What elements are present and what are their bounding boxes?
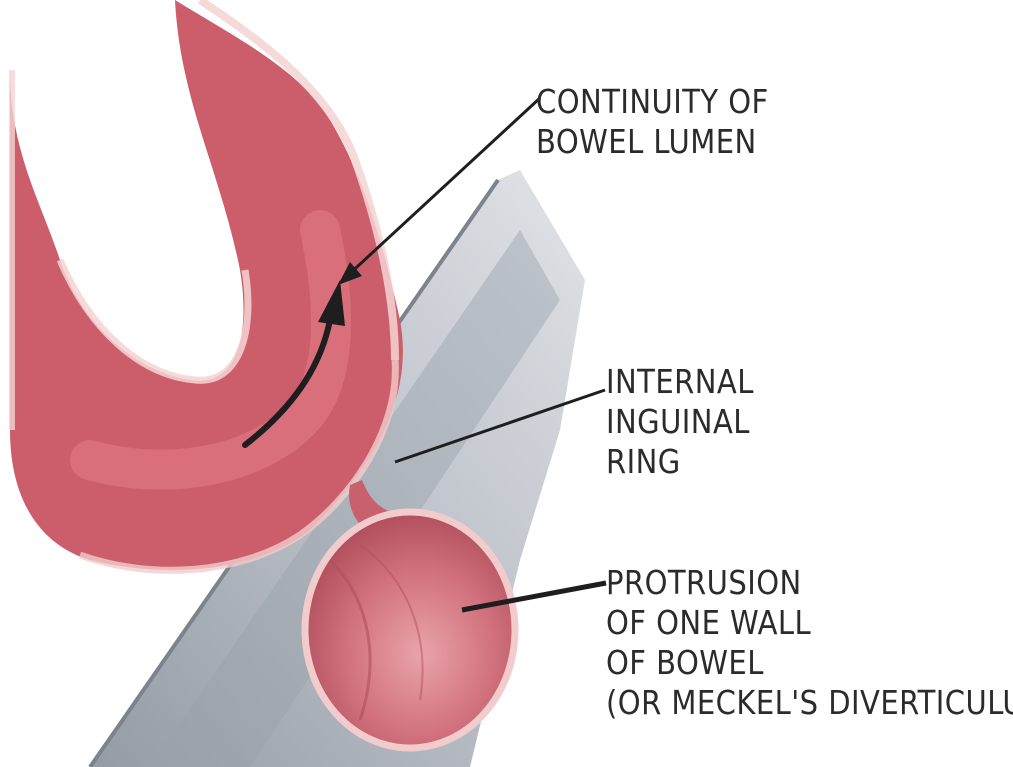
label-protrusion-line1: PROTRUSION: [606, 563, 1013, 603]
label-protrusion-line3: OF BOWEL: [606, 643, 1013, 683]
label-protrusion-line4: (OR MECKEL'S DIVERTICULUM): [606, 683, 1013, 723]
label-protrusion: PROTRUSION OF ONE WALL OF BOWEL (OR MECK…: [606, 563, 1013, 723]
label-ring-line3: RING: [606, 442, 754, 482]
label-protrusion-line2: OF ONE WALL: [606, 603, 1013, 643]
label-internal-inguinal-ring: INTERNAL INGUINAL RING: [606, 362, 754, 482]
label-ring-line1: INTERNAL: [606, 362, 754, 402]
label-continuity-line2: BOWEL LUMEN: [536, 122, 769, 162]
label-ring-line2: INGUINAL: [606, 402, 754, 442]
label-continuity-line1: CONTINUITY OF: [536, 82, 769, 122]
hernia-sac: [305, 512, 515, 748]
label-continuity-of-bowel-lumen: CONTINUITY OF BOWEL LUMEN: [536, 82, 769, 162]
